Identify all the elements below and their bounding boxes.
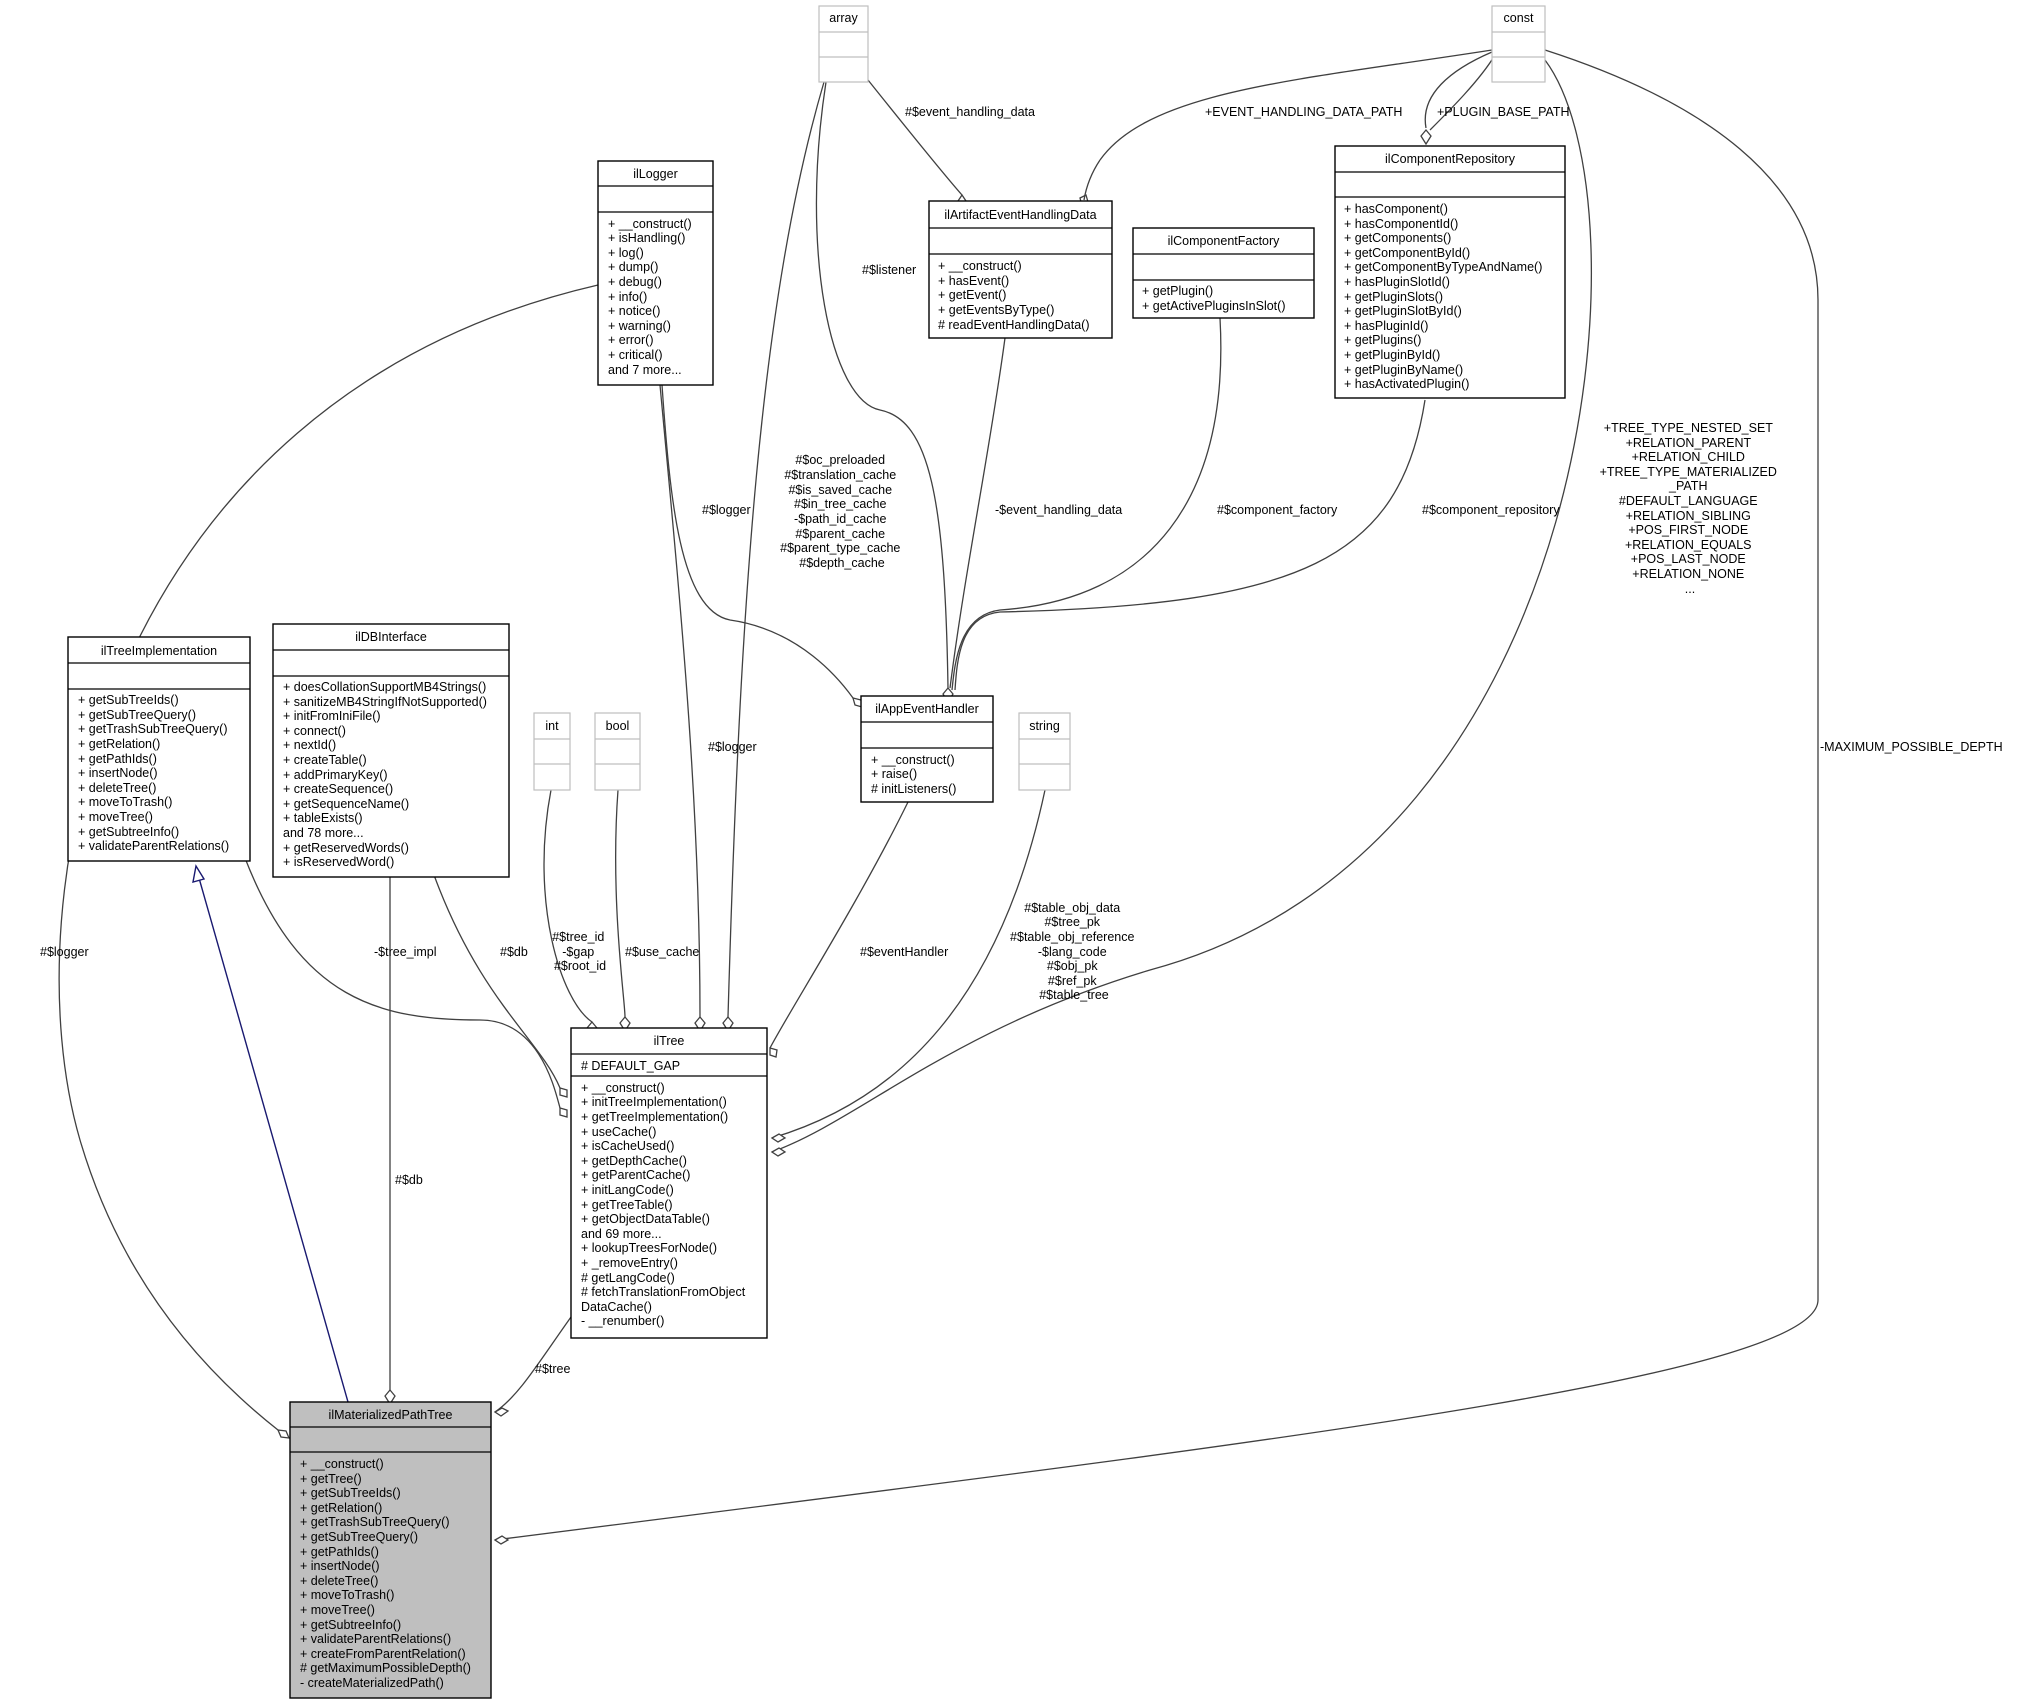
aggregation-diamond <box>1420 128 1432 146</box>
class-name: int <box>545 719 559 733</box>
edge-const-repo <box>1424 51 1493 129</box>
edge-repo-appevent <box>954 399 1426 691</box>
class-name: string <box>1029 719 1060 733</box>
attribute-list: # DEFAULT_GAP <box>581 1059 680 1073</box>
edge-const-mpt <box>494 49 1819 1541</box>
member-list: + getSubTreeIds() + getSubTreeQuery() + … <box>78 693 231 853</box>
aggregation-diamond <box>276 1429 291 1439</box>
aggregation-diamond <box>770 1147 787 1157</box>
class-ilartifacteventhandlingdata[interactable]: ilArtifactEventHandlingData + __construc… <box>928 200 1113 339</box>
edge-logger-mpt <box>58 284 599 1431</box>
class-bool[interactable]: bool <box>594 712 641 791</box>
label-logger-tree: #$logger <box>708 740 757 754</box>
class-int[interactable]: int <box>533 712 571 791</box>
label-db-tree: #$db <box>500 945 528 959</box>
label-array-to-tree: #$oc_preloaded #$translation_cache #$is_… <box>780 453 904 570</box>
label-tree-impl: -$tree_impl <box>374 945 437 959</box>
edge-int-tree <box>543 789 593 1023</box>
class-name: ilComponentRepository <box>1385 152 1516 166</box>
class-ildbinterface[interactable]: ilDBInterface + doesCollationSupportMB4S… <box>272 623 510 878</box>
member-list: + getPlugin() + getActivePluginsInSlot() <box>1142 284 1285 313</box>
class-iltree[interactable]: ilTree # DEFAULT_GAP + __construct() + i… <box>570 1027 768 1339</box>
class-name: ilTree <box>654 1034 685 1048</box>
class-name: array <box>829 11 858 25</box>
class-name: bool <box>606 719 630 733</box>
class-array[interactable]: array <box>818 5 869 83</box>
aggregation-diamond <box>493 1535 510 1545</box>
edge-logger-appevent <box>661 384 854 699</box>
edge-inheritance <box>198 877 349 1403</box>
label-event-handling-data-path: +EVENT_HANDLING_DATA_PATH <box>1205 105 1402 119</box>
member-list: + __construct() + getTree() + getSubTree… <box>300 1457 474 1690</box>
edge-factory-appevent <box>951 317 1222 691</box>
member-list: + __construct() + hasEvent() + getEvent(… <box>938 259 1089 332</box>
label-string-tree: #$table_obj_data #$tree_pk #$table_obj_r… <box>1010 901 1138 1002</box>
class-const[interactable]: const <box>1491 5 1546 83</box>
class-ilmaterializedpathtree[interactable]: ilMaterializedPathTree + __construct() +… <box>289 1401 492 1699</box>
edge-array-tree <box>727 81 825 1018</box>
aggregation-diamond <box>769 1047 778 1058</box>
class-string[interactable]: string <box>1018 712 1071 791</box>
aggregation-diamond <box>493 1407 510 1417</box>
member-list: + __construct() + raise() # initListener… <box>871 753 958 796</box>
edge-impl-tree <box>244 857 561 1109</box>
class-name: ilAppEventHandler <box>875 702 979 716</box>
label-max-depth: -MAXIMUM_POSSIBLE_DEPTH <box>1820 740 2003 754</box>
label-event-handling-data: #$event_handling_data <box>905 105 1035 119</box>
class-ilcomponentrepository[interactable]: ilComponentRepository + hasComponent() +… <box>1334 145 1566 399</box>
label-use-cache: #$use_cache <box>625 945 699 959</box>
label-private-event-handling-data: -$event_handling_data <box>995 503 1122 517</box>
label-event-handler: #$eventHandler <box>860 945 948 959</box>
edge-logger-tree <box>659 384 701 1018</box>
class-illogger[interactable]: ilLogger + __construct() + isHandling() … <box>597 160 714 386</box>
label-listener: #$listener <box>862 263 916 277</box>
member-list: + hasComponent() + hasComponentId() + ge… <box>1344 202 1546 391</box>
edge-const-artifact-2 <box>1083 159 1101 201</box>
edge-db-tree <box>433 874 561 1089</box>
class-name: ilDBInterface <box>355 630 427 644</box>
class-name: ilTreeImplementation <box>101 644 217 658</box>
label-component-repository: #$component_repository <box>1422 503 1560 517</box>
class-name: ilLogger <box>633 167 677 181</box>
edge-string-tree <box>771 789 1046 1139</box>
label-db-mpt: #$db <box>395 1173 423 1187</box>
aggregation-diamond <box>770 1133 787 1143</box>
edge-appevent-tree <box>769 801 909 1049</box>
member-list: + doesCollationSupportMB4Strings() + san… <box>283 680 490 869</box>
class-ilappeventhandler[interactable]: ilAppEventHandler + __construct() + rais… <box>860 695 994 803</box>
label-plugin-base-path: +PLUGIN_BASE_PATH <box>1437 105 1570 119</box>
class-name: ilMaterializedPathTree <box>329 1408 453 1422</box>
member-list: + __construct() + isHandling() + log() +… <box>608 217 695 377</box>
aggregation-diamond <box>559 1087 568 1098</box>
label-logger-mpt: #$logger <box>40 945 89 959</box>
label-int-tree: #$tree_id -$gap #$root_id <box>552 930 608 973</box>
edge-bool-tree <box>615 789 626 1018</box>
edge-array-appevent <box>815 81 949 689</box>
label-logger-appevent: #$logger <box>702 503 751 517</box>
inheritance-arrowhead <box>192 864 206 883</box>
class-ilcomponentfactory[interactable]: ilComponentFactory + getPlugin() + getAc… <box>1132 227 1315 319</box>
class-name: const <box>1504 11 1534 25</box>
aggregation-diamond <box>559 1107 568 1118</box>
class-iltreeimplementation[interactable]: ilTreeImplementation + getSubTreeIds() +… <box>67 636 251 862</box>
member-list: + __construct() + initTreeImplementation… <box>581 1081 749 1328</box>
edge-const-repo-b <box>1429 54 1496 131</box>
edge-const-artifact <box>1099 49 1493 161</box>
edges <box>58 49 1819 1545</box>
edge-const-tree <box>771 59 1593 1153</box>
edge-labels: #$event_handling_data +EVENT_HANDLING_DA… <box>40 105 2003 1376</box>
label-component-factory: #$component_factory <box>1217 503 1338 517</box>
class-name: ilArtifactEventHandlingData <box>944 208 1096 222</box>
label-const-to-tree: +TREE_TYPE_NESTED_SET +RELATION_PARENT +… <box>1600 421 1781 596</box>
edge-tree-mpt <box>494 1309 577 1413</box>
label-tree-mpt: #$tree <box>535 1362 570 1376</box>
class-name: ilComponentFactory <box>1168 234 1281 248</box>
edge-artifact-appevent <box>949 337 1006 689</box>
edge-array-artifact <box>867 79 963 196</box>
